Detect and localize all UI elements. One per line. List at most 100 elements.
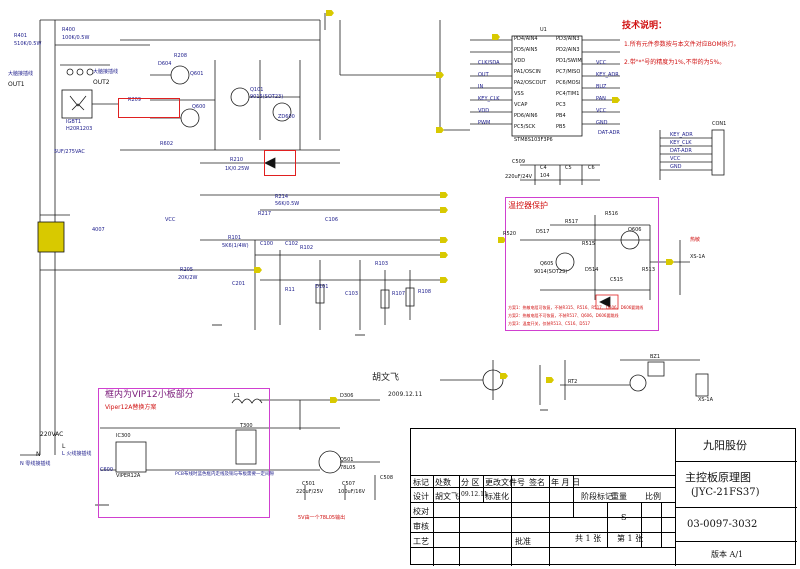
c501-value: 220uF/25V: [296, 489, 324, 495]
r400-label: R400: [62, 27, 76, 33]
q501-label-main: Q501: [340, 457, 354, 463]
r400-value: 100K/0.5W: [62, 35, 90, 41]
r205-value: 20K/2W: [178, 275, 198, 281]
c600-label: C600: [100, 467, 114, 473]
neutral-label: N: [36, 451, 41, 458]
r209-label: R209: [128, 97, 142, 103]
u1-pin: PC3: [556, 102, 566, 108]
r205-label: R205: [180, 267, 194, 273]
signature-date: 2009.12.11: [388, 391, 423, 398]
c100-label: C100: [260, 241, 274, 247]
design-date: 09.12.11: [461, 491, 488, 498]
drawing-title: 主控板原理图: [685, 471, 751, 484]
net-pin: [666, 259, 674, 265]
notes-line1: 1.所有元件参数按与本文件对应BOM执行。: [624, 41, 740, 48]
weight-label: 重量: [611, 492, 627, 501]
c507-value: 100uF/16V: [338, 489, 366, 495]
ac-input-label: 220VAC: [40, 431, 64, 438]
q101-label: Q101: [250, 87, 264, 93]
con1-pins: KEY_ADR KEY_CLK DAT-ADR VCC GND: [670, 133, 693, 173]
title-block: 九阳股份 主控板原理图 (JYC-21FS37) 03-0097-3032 标记…: [410, 428, 797, 566]
u1-left-pins: PD4/AIN4 PD5/AIN5 VDD PA1/OSCIN PA2/OSCO…: [514, 37, 546, 136]
u1-part: STM8S103F3P6: [514, 137, 553, 143]
u1-pin: PC7/MISO: [556, 69, 581, 75]
notes-title: 技术说明：: [622, 21, 668, 31]
l1-label: L1: [234, 393, 240, 399]
highlight-box: [118, 98, 180, 118]
designer-name: 胡文飞: [435, 492, 459, 501]
r513-label: R513: [642, 267, 656, 273]
stage-label: 阶段标记: [581, 492, 613, 501]
temp-box-title: 温控器保护: [508, 201, 548, 210]
sheet-number: 第 1 张: [617, 534, 644, 543]
v5-note: 5V由一个78L05输出: [298, 515, 346, 521]
d4007-label: 4007: [92, 227, 105, 233]
u1-pin: PC4/TIM1: [556, 91, 580, 97]
c5-label: C5: [565, 165, 572, 171]
r103-label: R103: [375, 261, 389, 267]
design-label: 设计: [413, 492, 429, 501]
net-pin: [440, 252, 448, 258]
vip-box-title: 框内为VIP12小板部分: [105, 390, 194, 400]
header-mark: 标记: [413, 478, 429, 487]
out1-label: OUT1: [8, 81, 25, 88]
net-label: PWM: [478, 120, 491, 126]
q101-value: 9015(SOT23): [250, 94, 284, 100]
q606-label: Q606: [628, 227, 642, 233]
c201-label: C201: [232, 281, 246, 287]
r520-label: R520: [503, 231, 517, 237]
signature-name: 胡文飞: [372, 373, 400, 383]
net-label: BUZ: [596, 84, 607, 90]
temp-note-1: 方案1：热敏电阻可恢复，不装R315、R516、R517、Q606，D606要跳…: [508, 305, 644, 310]
t300-label: T300: [240, 423, 253, 429]
c508-label: C508: [380, 475, 394, 481]
net-pin: [440, 192, 448, 198]
net-pin: [440, 237, 448, 243]
net-label: CLK/SDA: [478, 60, 500, 66]
u1-pin: PD6/AIN6: [514, 113, 538, 119]
u1-label: U1: [540, 27, 547, 33]
neutral-desc: N 零线接插线: [20, 461, 51, 467]
std-label: 标准化: [485, 492, 509, 501]
r101-label: R101: [228, 235, 242, 241]
d604-label: D604: [158, 61, 172, 67]
process-label: 工艺: [413, 537, 429, 546]
r210-label: R210: [230, 157, 244, 163]
u1-pin: PA2/OSCOUT: [514, 80, 547, 86]
q600-label: Q600: [192, 104, 206, 110]
u1-right-nets: VCC KEY_ADR BUZ PAN VCC GND: [596, 61, 619, 133]
highlight-box: [264, 150, 296, 176]
net-label: GND: [596, 120, 608, 126]
company-name: 九阳股份: [703, 439, 747, 452]
net-pin: [492, 34, 500, 40]
net-pin: [500, 373, 508, 379]
c507-label: C507: [342, 481, 356, 487]
drawing-model: (JYC-21FS37): [691, 487, 760, 498]
stage-value: S: [621, 513, 627, 522]
c501-label: C501: [302, 481, 316, 487]
net-pin: [326, 10, 334, 16]
net-pin: [330, 397, 338, 403]
con1-label: CON1: [712, 121, 727, 127]
q601-label: Q601: [190, 71, 204, 77]
net-label: PAN: [596, 96, 606, 102]
con-pin-label: KEY_ADR: [670, 132, 693, 138]
vcc-label: VCC: [165, 217, 176, 223]
net-label: OUT: [478, 72, 489, 78]
r102-label: R102: [300, 245, 314, 251]
r107-label: R107: [392, 291, 406, 297]
drawing-code: 03-0097-3032: [687, 519, 758, 530]
temp-protection-box: 温控器保护 方案1：热敏电阻可恢复，不装R315、R516、R517、Q606，…: [505, 197, 659, 331]
u1-pin: VSS: [514, 91, 524, 97]
c4-value: 104: [540, 173, 550, 179]
vip12-box: 框内为VIP12小板部分 Viper12A替换方案 PCB布线时蓝色框内走线及铜…: [98, 388, 274, 518]
u1-pin: PC5/SCK: [514, 124, 536, 130]
header-count: 处数: [435, 478, 451, 487]
u1-pin: PD5/AIN5: [514, 47, 538, 53]
r101-value: 5K6(1/4W): [222, 243, 249, 249]
buzzer-label: BZ1: [650, 354, 661, 360]
q501-value: 78L05: [340, 465, 356, 471]
notes-line2: 2.带"*"号的精度为1%,不带的为5%。: [624, 59, 726, 66]
r517-label: R517: [565, 219, 579, 225]
out2-desc: 大脑接插线: [93, 69, 119, 75]
